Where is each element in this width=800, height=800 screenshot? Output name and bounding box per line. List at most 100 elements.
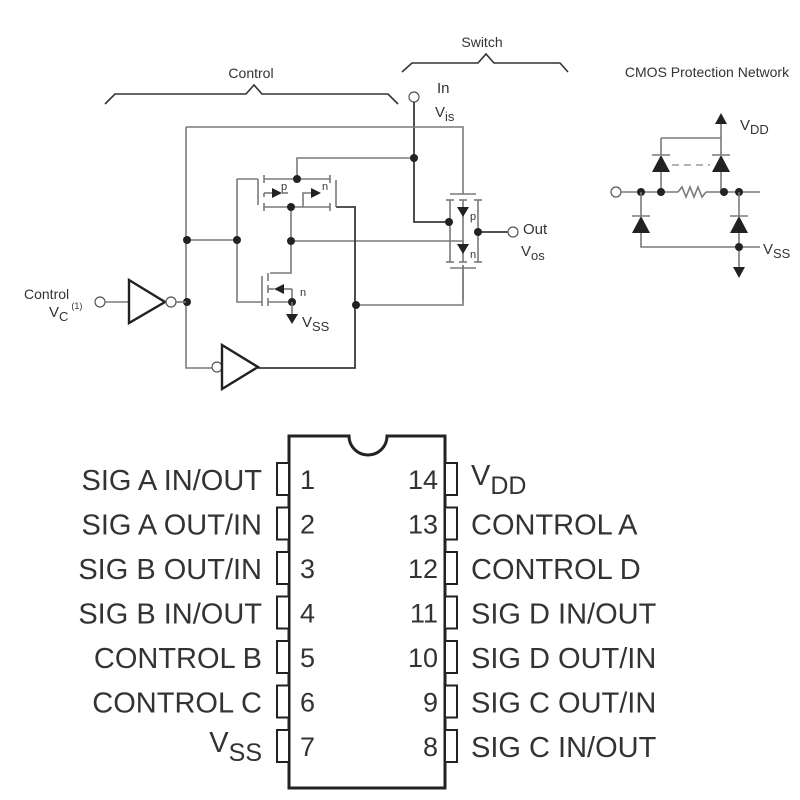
pin-8: 8 SIG C IN/OUT xyxy=(423,729,657,764)
pin-10: 10 SIG D OUT/IN xyxy=(408,640,656,675)
pin1-notch-icon xyxy=(347,435,389,457)
pin-label: CONTROL C xyxy=(92,688,262,720)
control-transmission-gate: p n xyxy=(257,175,337,211)
resistor-icon xyxy=(677,184,707,200)
pin-label: SIG A IN/OUT xyxy=(82,465,263,497)
vss-label: VSS xyxy=(302,314,330,334)
pin-lead xyxy=(276,729,290,763)
control-terminal-circle xyxy=(94,296,106,308)
input-voltage-label: Vis xyxy=(435,104,455,124)
pin-lead xyxy=(276,506,290,541)
pin-number: 5 xyxy=(300,643,315,673)
buffer-triangle-icon xyxy=(220,342,261,392)
pin-1: 1 SIG A IN/OUT xyxy=(82,462,315,497)
pin-label: VSS xyxy=(209,727,262,767)
pin-lead xyxy=(276,551,290,585)
pin-11: 11 SIG D IN/OUT xyxy=(410,595,657,631)
pin-label: SIG B OUT/IN xyxy=(78,554,262,586)
output-terminal: Out Vos xyxy=(507,221,548,263)
pin-5: 5 CONTROL B xyxy=(94,640,315,675)
diode-icon xyxy=(730,216,748,233)
pin-lead xyxy=(276,595,290,630)
pin-number: 10 xyxy=(408,643,438,673)
switch-section-label: Switch xyxy=(461,34,502,50)
control-p-label: p xyxy=(281,181,287,193)
pin-lead xyxy=(444,551,458,585)
pulldown-nmos: n VSS xyxy=(261,273,330,334)
pin-number: 1 xyxy=(300,465,315,495)
control-voltage-label: VC(1) xyxy=(49,301,82,324)
pin-number: 9 xyxy=(423,688,438,718)
vss-arrow-icon xyxy=(733,267,745,278)
pin-number: 13 xyxy=(408,510,438,540)
nmos-arrow-icon xyxy=(274,284,284,294)
pin-number: 8 xyxy=(423,732,438,762)
pin-label: SIG C OUT/IN xyxy=(471,688,656,720)
pin-lead xyxy=(444,684,458,719)
switch-brace: Switch xyxy=(401,34,569,73)
pin-label: SIG D OUT/IN xyxy=(471,643,656,675)
pin-lead xyxy=(276,684,290,719)
protection-input-circle xyxy=(610,186,622,198)
control-input-label: Control xyxy=(24,286,69,302)
pin-13: 13 CONTROL A xyxy=(408,506,638,542)
nmos-n-label: n xyxy=(300,287,306,299)
input-terminal: In Vis xyxy=(408,80,455,124)
pin-label: CONTROL B xyxy=(94,643,262,675)
control-input: Control VC(1) xyxy=(24,286,129,324)
pin-lead xyxy=(276,640,290,674)
protection-vss-label: VSS xyxy=(763,241,791,261)
input-inverter xyxy=(127,277,186,326)
inverter-triangle-icon xyxy=(127,277,168,326)
pin-12: 12 CONTROL D xyxy=(408,551,641,586)
diode-icon xyxy=(652,155,670,172)
vss-ground-arrow-icon xyxy=(286,314,298,324)
pin-label: SIG B IN/OUT xyxy=(78,599,262,631)
output-voltage-label: Vos xyxy=(521,243,545,263)
p-channel-arrow-icon xyxy=(457,207,469,217)
vdd-arrow-icon xyxy=(715,113,727,124)
control-n-label: n xyxy=(322,181,328,193)
switch-p-label: p xyxy=(470,211,476,223)
pin-lead xyxy=(444,506,458,541)
input-label: In xyxy=(437,80,450,97)
diode-icon xyxy=(712,155,730,172)
pin-number: 4 xyxy=(300,599,315,629)
diode-icon xyxy=(632,216,650,233)
pin-number: 12 xyxy=(408,554,438,584)
output-label: Out xyxy=(523,221,548,238)
pin-lead xyxy=(276,462,290,496)
input-terminal-circle xyxy=(408,91,420,103)
pin-label: SIG C IN/OUT xyxy=(471,732,657,764)
switch-transmission-gate: p n xyxy=(445,193,482,269)
control-brace: Control xyxy=(104,65,399,105)
protection-network: CMOS Protection Network VDD xyxy=(610,64,791,278)
control-n-arrow-icon xyxy=(311,188,321,198)
pin-number: 14 xyxy=(408,465,438,495)
protection-network-title: CMOS Protection Network xyxy=(625,64,790,80)
pin-number: 3 xyxy=(300,554,315,584)
pin-lead xyxy=(444,462,458,496)
pin-9: 9 SIG C OUT/IN xyxy=(423,684,656,720)
n-channel-arrow-icon xyxy=(457,244,469,254)
pin-label: SIG D IN/OUT xyxy=(471,599,657,631)
pin-label: CONTROL A xyxy=(471,510,638,542)
pin-lead xyxy=(444,729,458,763)
protection-vdd-label: VDD xyxy=(740,117,769,137)
pin-number: 11 xyxy=(410,599,438,629)
pin-6: 6 CONTROL C xyxy=(92,684,315,720)
pin-lead xyxy=(444,595,458,630)
pin-label: CONTROL D xyxy=(471,554,641,586)
pin-lead xyxy=(444,640,458,674)
wires xyxy=(185,102,508,369)
pin-number: 7 xyxy=(300,732,315,762)
pin-label: SIG A OUT/IN xyxy=(82,510,263,542)
output-terminal-circle xyxy=(507,226,519,238)
pin-number: 6 xyxy=(300,688,315,718)
junction-dots xyxy=(183,154,418,309)
ic-package xyxy=(287,434,447,790)
